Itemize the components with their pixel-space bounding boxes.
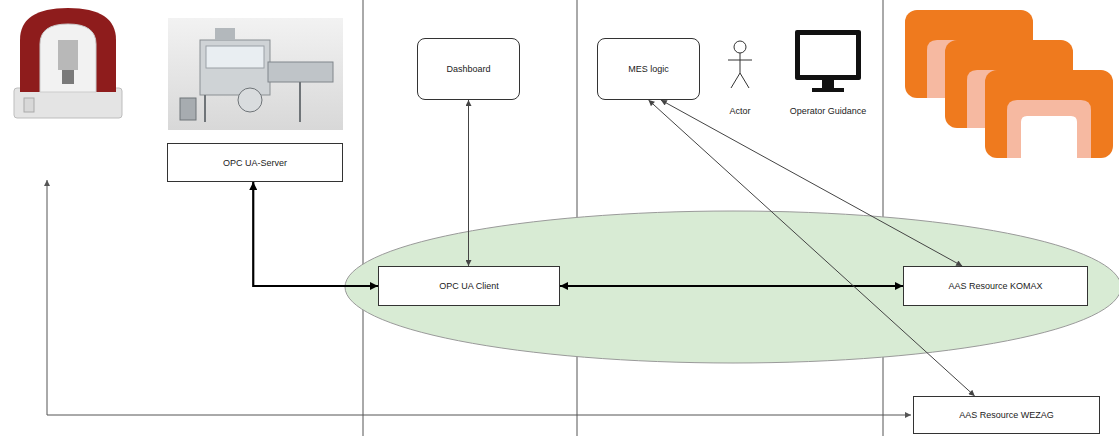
aas-icon-core — [1021, 116, 1077, 158]
lane-divider — [363, 0, 364, 436]
monitor-neck — [822, 80, 834, 88]
box-text: MES logic — [628, 64, 669, 74]
machine-leg — [204, 95, 206, 122]
aas-icon-shell — [985, 70, 1113, 158]
box-text: AAS Resource WEZAG — [959, 410, 1054, 420]
crimp-press — [14, 8, 122, 118]
dashboard-box: Dashboard — [417, 38, 520, 100]
monitor-frame — [795, 30, 861, 80]
connector-arrow — [468, 100, 469, 266]
machine-conveyor — [268, 62, 333, 82]
machine-bin — [180, 98, 196, 120]
resource-box: AAS Resource WEZAG — [913, 396, 1100, 434]
server-box: OPC UA-Server — [167, 143, 343, 182]
connector-arrow — [253, 182, 378, 286]
press-link-wire — [47, 180, 911, 415]
connector-arrow — [560, 285, 903, 287]
aas-icon — [985, 70, 1113, 158]
komax-machine-photo — [168, 18, 343, 130]
machine-leg — [299, 82, 301, 122]
machine-window — [206, 46, 264, 68]
aas-icon-inner — [1007, 100, 1091, 158]
machine-body — [200, 40, 270, 95]
press-foot — [24, 98, 34, 112]
actor-leg — [740, 73, 749, 88]
box-text: OPC UA-Server — [223, 158, 287, 168]
actor-leg — [731, 73, 740, 88]
monitor-icon — [795, 30, 861, 92]
press-window — [40, 24, 96, 92]
actor-head — [734, 41, 746, 53]
box-text: OPC UA Client — [439, 281, 499, 291]
icon-caption: Actor — [728, 106, 751, 116]
connector-arrow — [661, 100, 962, 266]
connector-arrow — [649, 100, 975, 396]
actor-arms — [728, 60, 752, 61]
actor-body — [740, 53, 741, 73]
client-box: OPC UA Client — [378, 266, 560, 306]
box-text: Dashboard — [446, 64, 490, 74]
press-hood — [20, 8, 116, 92]
actor-figure — [728, 41, 752, 88]
logic-box: MES logic — [597, 38, 700, 100]
integration-ellipse — [345, 211, 1119, 363]
monitor-screen — [800, 35, 856, 75]
box-text: AAS Resource KOMAX — [948, 281, 1042, 291]
machine-head — [215, 28, 235, 40]
icon-caption: Operator Guidance — [789, 106, 868, 116]
photo-background — [168, 18, 343, 130]
wire-reel — [238, 88, 262, 112]
resource-box: AAS Resource KOMAX — [903, 266, 1088, 306]
press-tool — [58, 40, 78, 70]
aas-icon-stack — [905, 10, 1113, 158]
monitor-stand — [812, 88, 844, 92]
press-die — [62, 70, 74, 84]
